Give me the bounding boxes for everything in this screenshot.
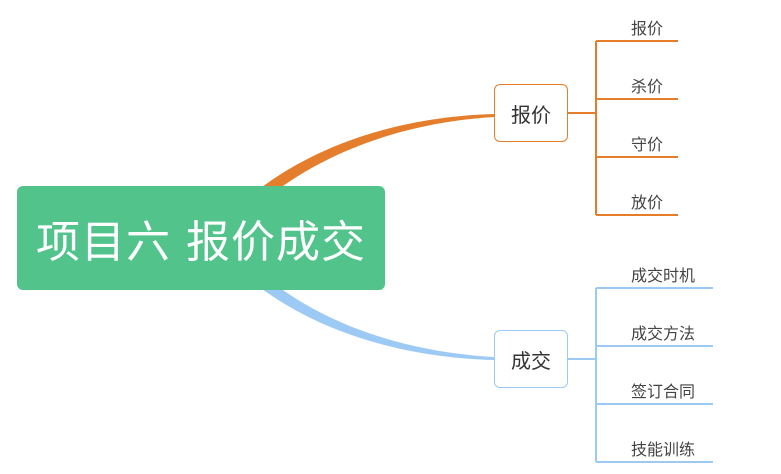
root-label: 项目六 报价成交 <box>36 217 366 268</box>
leaf-deal-timing[interactable]: 成交时机 <box>631 266 696 285</box>
leaf-quote[interactable]: 报价 <box>631 19 664 38</box>
leaf-release-price[interactable]: 放价 <box>631 193 664 212</box>
leaf-bargain[interactable]: 杀价 <box>631 77 664 96</box>
branch-node-quote[interactable]: 报价 <box>494 84 568 142</box>
connector-root-deal <box>258 282 494 360</box>
connector-root-quote <box>258 114 494 194</box>
branch-node-deal[interactable]: 成交 <box>494 330 568 388</box>
root-node[interactable]: 项目六 报价成交 <box>17 186 385 290</box>
leaf-sign-contract[interactable]: 签订合同 <box>631 382 696 401</box>
leaf-skill-training[interactable]: 技能训练 <box>631 440 696 459</box>
leaf-hold-price[interactable]: 守价 <box>631 135 664 154</box>
branch-label-quote: 报价 <box>511 102 551 127</box>
leaf-deal-method[interactable]: 成交方法 <box>631 324 696 343</box>
branch-label-deal: 成交 <box>511 348 551 373</box>
